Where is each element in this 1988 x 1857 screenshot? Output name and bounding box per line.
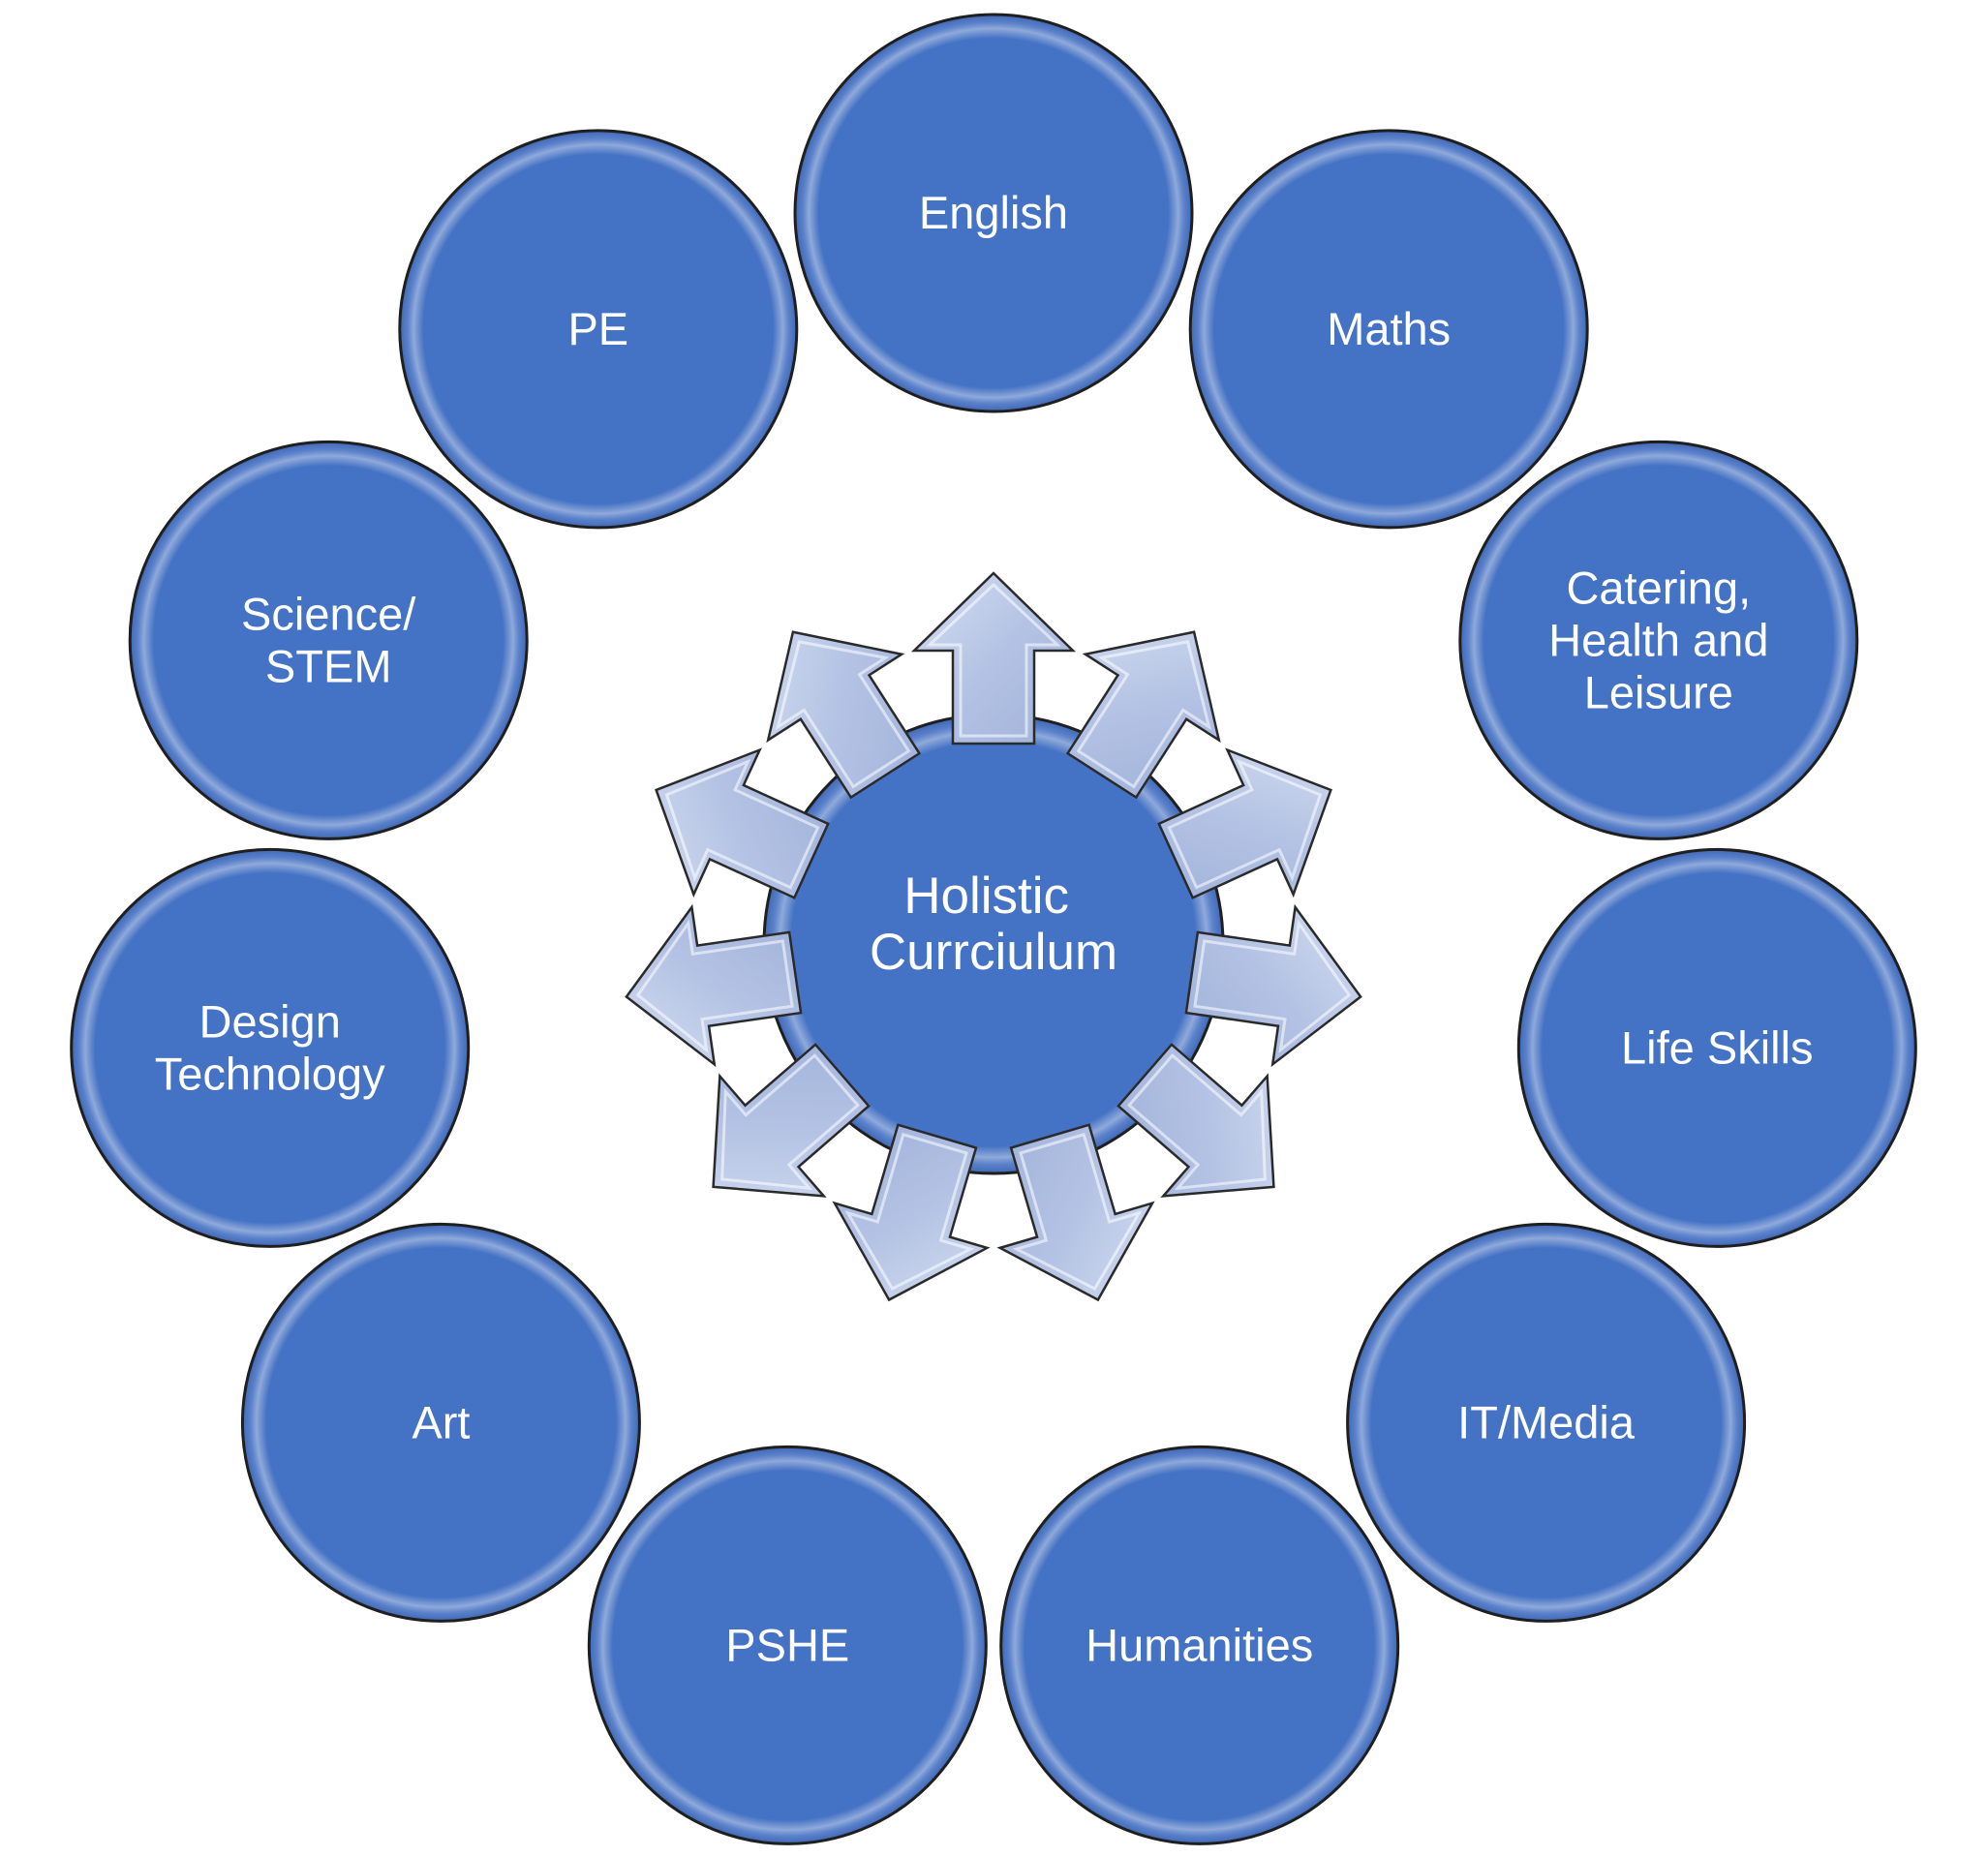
node-humanities: Humanities (999, 1445, 1400, 1845)
arrow-bevel (635, 919, 794, 1053)
arrow-to-life-skills (1184, 903, 1362, 1068)
node-circle (70, 847, 471, 1248)
arrow-bevel (1193, 919, 1352, 1053)
node-circle (1346, 1222, 1747, 1623)
arrow-to-maths (1065, 630, 1221, 800)
arrow-bevel (776, 640, 911, 789)
node-circle (240, 1222, 641, 1623)
node-label: Art (412, 1396, 470, 1447)
node-label-line: Science/ (241, 588, 416, 639)
node-english: English (793, 13, 1194, 413)
node-label: Maths (1327, 303, 1451, 354)
node-circle (1458, 440, 1859, 840)
node-circle (398, 129, 799, 530)
node-label-line: Art (412, 1396, 470, 1447)
node-label-line: Life Skills (1621, 1021, 1814, 1073)
node-maths: Maths (1188, 129, 1589, 530)
arrow-bevel (664, 758, 820, 890)
node-label-line: STEM (265, 640, 392, 691)
node-science-stem: Science/STEM (128, 440, 529, 840)
arrow-to-english (910, 571, 1077, 746)
arrow-to-it-media (1116, 1043, 1275, 1198)
arrow-to-humanities (996, 1123, 1155, 1302)
arrow-bevel (926, 582, 1061, 738)
arrow-to-pe (766, 630, 922, 800)
node-label-line: Catering, (1566, 562, 1751, 613)
node-label: Humanities (1086, 1619, 1313, 1670)
node-circle (128, 440, 529, 840)
node-label: IT/Media (1457, 1396, 1636, 1447)
node-circle (587, 1445, 988, 1845)
center-node-label: Holistic Currciulum (870, 868, 1117, 981)
node-label: PE (567, 303, 628, 354)
arrow-shape (766, 630, 922, 800)
node-pe: PE (398, 129, 799, 530)
node-pshe: PSHE (587, 1445, 988, 1845)
node-label: English (919, 187, 1068, 238)
arrow-shape (910, 571, 1077, 746)
node-label: Science/STEM (241, 588, 416, 691)
arrow-to-art (712, 1043, 871, 1198)
arrow-shape (625, 903, 803, 1068)
arrow-bevel (1012, 1132, 1143, 1291)
node-label: Life Skills (1621, 1021, 1814, 1073)
node-circle (999, 1445, 1400, 1845)
arrow-bevel (844, 1132, 975, 1291)
node-label: PSHE (725, 1619, 849, 1670)
arrow-to-design-technology (625, 903, 803, 1068)
node-circle (1516, 847, 1917, 1248)
arrow-shape (712, 1043, 871, 1198)
node-label-line: Humanities (1086, 1619, 1313, 1670)
node-label-line: PE (567, 303, 628, 354)
arrow-shape (655, 747, 830, 899)
node-circle (1188, 129, 1589, 530)
node-it-media: IT/Media (1346, 1222, 1747, 1623)
arrow-to-science-stem (655, 747, 830, 899)
node-label-line: Leisure (1584, 666, 1733, 717)
center-node: Holistic Currciulum (762, 713, 1225, 1175)
arrow-bevel (1167, 758, 1323, 890)
arrow-shape (1065, 630, 1221, 800)
arrow-shape (1184, 903, 1362, 1068)
arrow-to-catering-health-leisure (1157, 747, 1332, 899)
center-node-label-line-2: Currciulum (870, 924, 1117, 981)
node-label-line: Health and (1548, 614, 1768, 665)
arrow-to-pshe (832, 1123, 991, 1302)
arrow-shape (1116, 1043, 1275, 1198)
node-art: Art (240, 1222, 641, 1623)
node-life-skills: Life Skills (1516, 847, 1917, 1248)
node-label-line: Technology (155, 1048, 385, 1099)
node-label-line: IT/Media (1457, 1396, 1636, 1447)
arrow-bevel (720, 1052, 860, 1191)
arrows-layer (625, 571, 1362, 1302)
node-label-line: Maths (1327, 303, 1451, 354)
arrow-bevel (1127, 1052, 1267, 1191)
node-label-line: Design (199, 995, 341, 1047)
node-circle (793, 13, 1194, 413)
arrow-shape (1157, 747, 1332, 899)
center-node-label-line-1: Holistic (903, 868, 1069, 925)
node-label-line: PSHE (725, 1619, 849, 1670)
arrow-bevel (1076, 640, 1211, 789)
node-label-line: English (919, 187, 1068, 238)
